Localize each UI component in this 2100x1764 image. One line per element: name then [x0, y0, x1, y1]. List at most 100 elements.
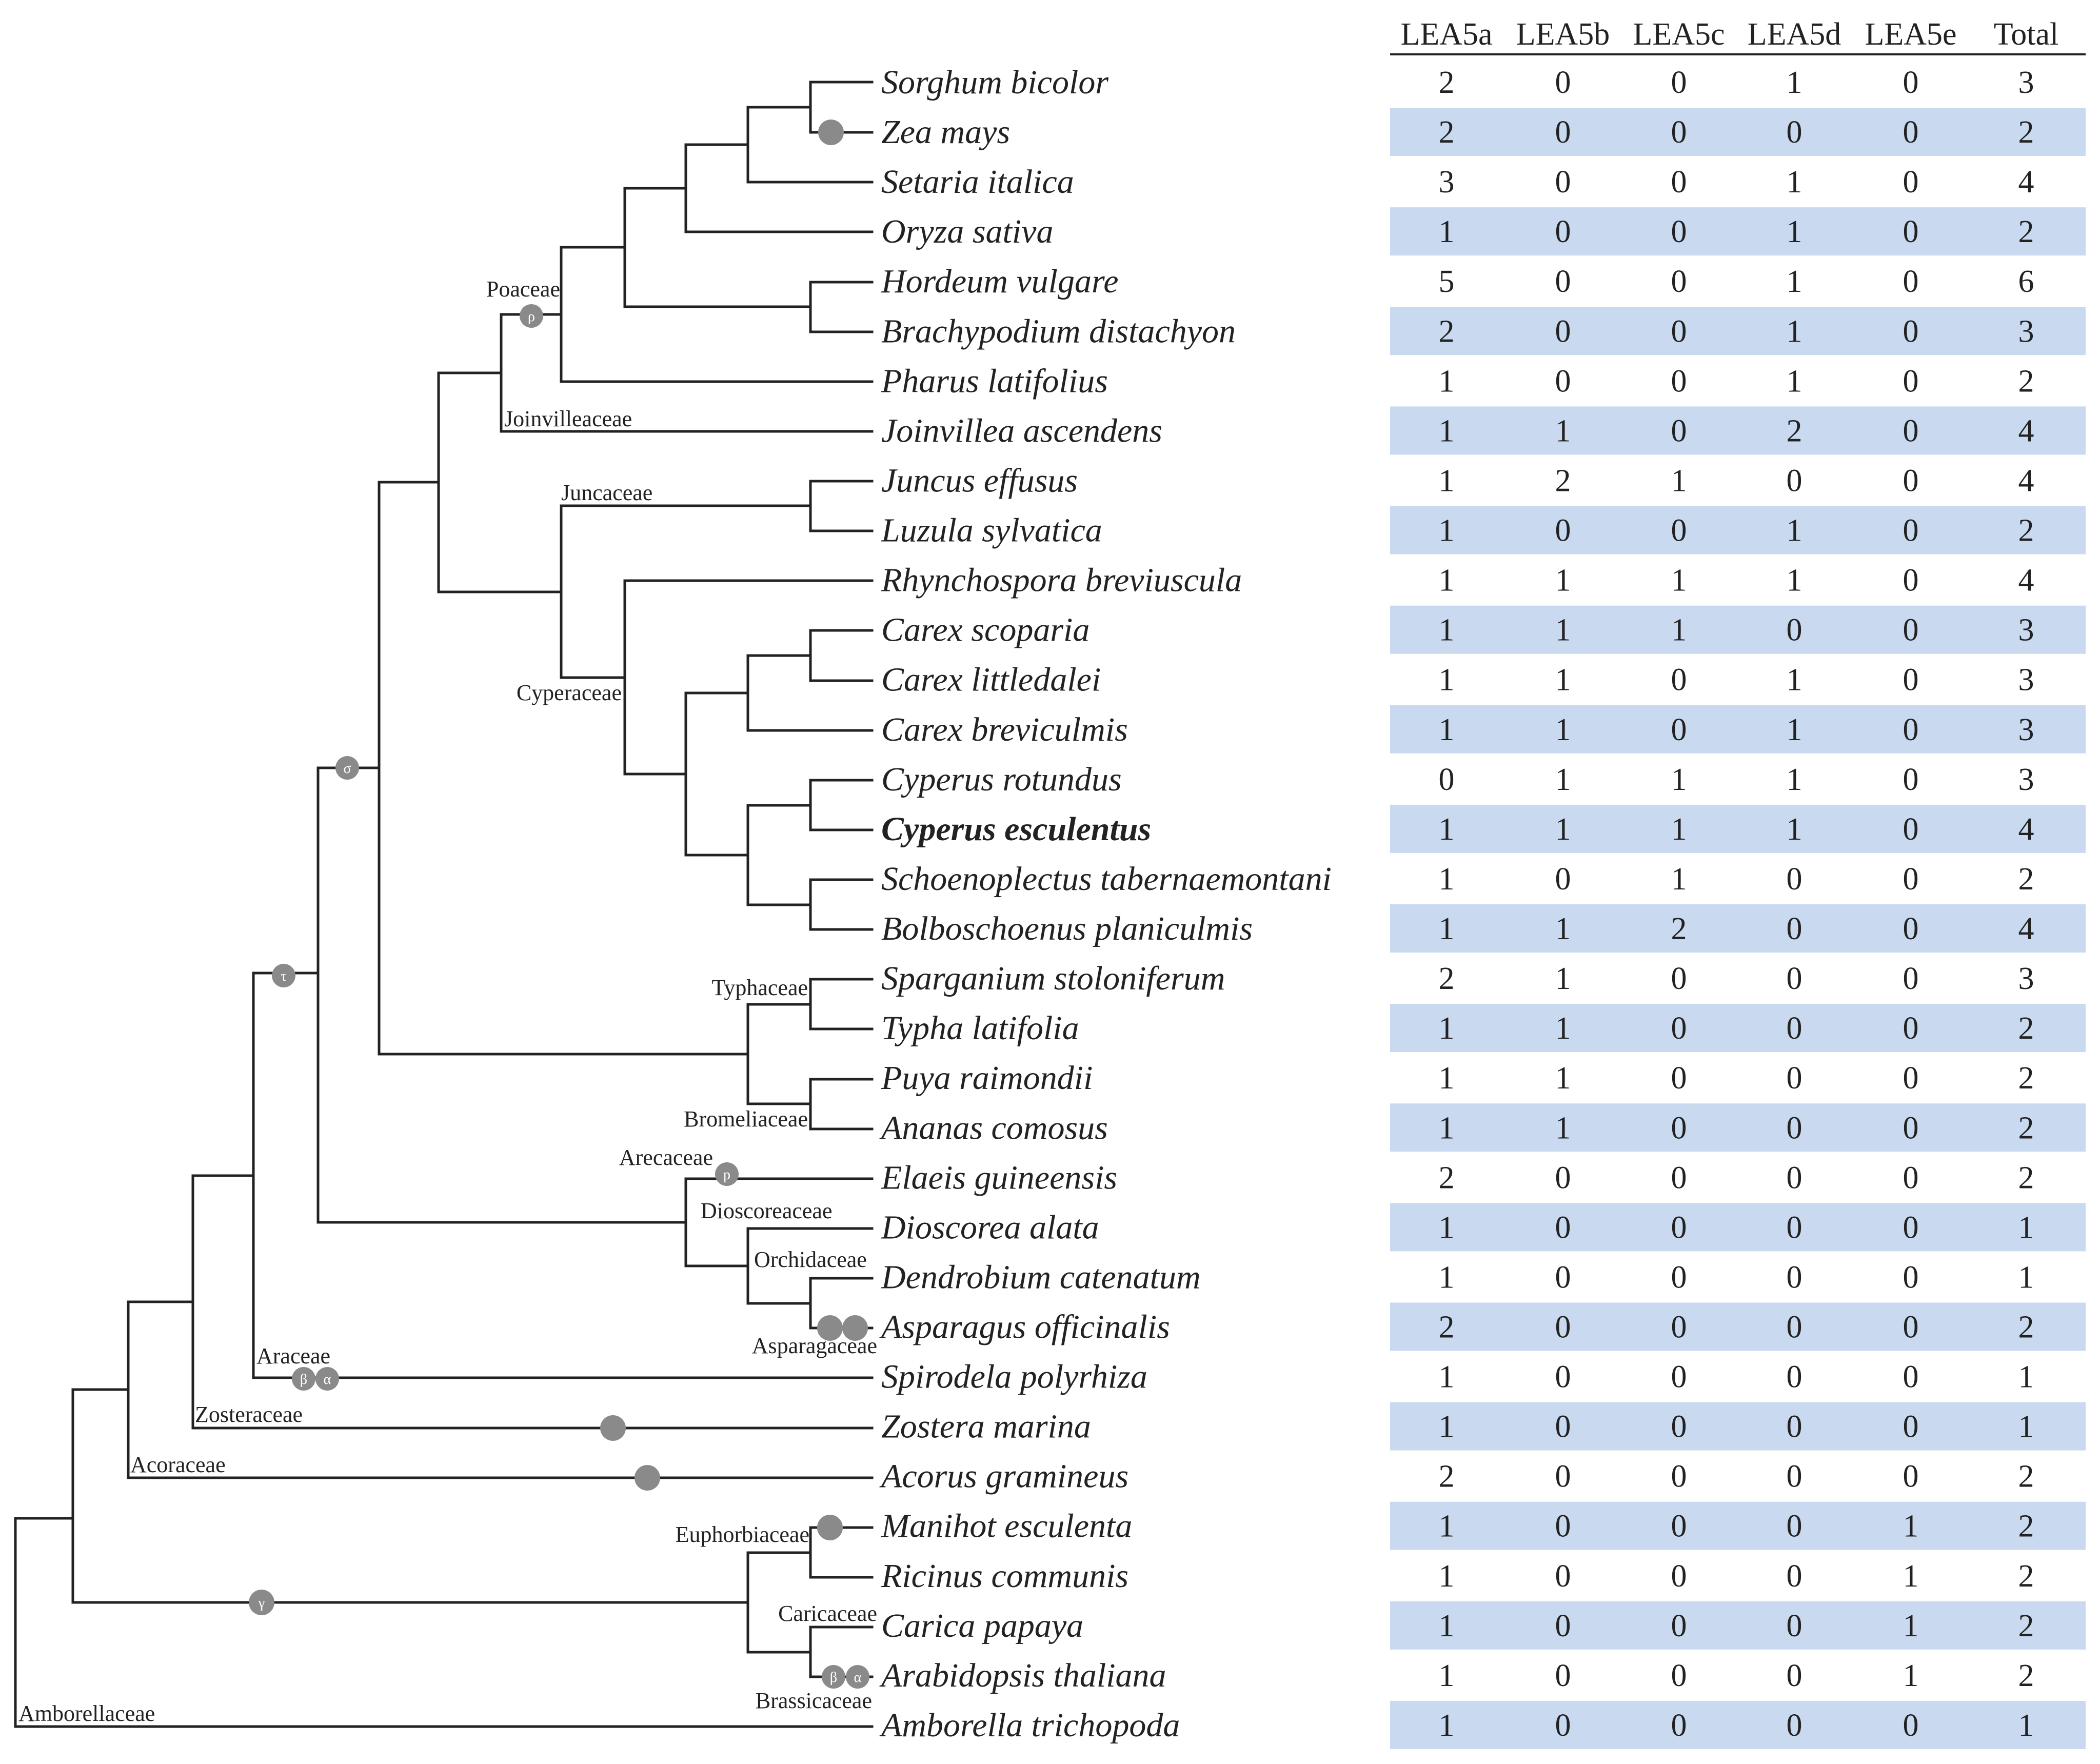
table-cell-lea5b: 1: [1555, 563, 1571, 598]
table-cell-lea5e: 0: [1903, 314, 1919, 349]
species-label-bolboschoenus-planiculmis: Bolboschoenus planiculmis: [881, 910, 1253, 947]
family-acoraceae: Acoraceae: [130, 1452, 226, 1477]
header-lea5d: LEA5d: [1748, 17, 1841, 52]
table-cell-lea5b: 0: [1555, 1160, 1571, 1195]
table-row-stripe: [1390, 1501, 2086, 1550]
table-cell-lea5a: 1: [1439, 1410, 1455, 1444]
table-cell-lea5c: 0: [1671, 1160, 1687, 1195]
table-cell-lea5a: 1: [1439, 1609, 1455, 1643]
table-cell-lea5e: 0: [1903, 663, 1919, 698]
table-cell-total: 2: [2018, 1061, 2034, 1096]
table-cell-lea5d: 0: [1787, 463, 1802, 498]
table-cell-lea5d: 1: [1787, 364, 1802, 399]
table-cell-lea5c: 0: [1671, 1559, 1687, 1594]
table-row-stripe: [1390, 307, 2086, 355]
wgd-marker-gamma: γ: [249, 1590, 274, 1615]
table-cell-total: 3: [2018, 613, 2034, 648]
species-label-sorghum-bicolor: Sorghum bicolor: [881, 64, 1108, 101]
species-label-schoenoplectus-tabernaemontani: Schoenoplectus tabernaemontani: [881, 860, 1332, 898]
species-label-luzula-sylvatica: Luzula sylvatica: [881, 512, 1102, 549]
table-cell-lea5a: 2: [1439, 1459, 1455, 1494]
table-cell-total: 3: [2018, 712, 2034, 747]
table-row-stripe: [1390, 1004, 2086, 1053]
table-cell-lea5e: 0: [1903, 264, 1919, 299]
table-cell-lea5c: 1: [1671, 762, 1687, 797]
table-cell-total: 2: [2018, 1310, 2034, 1345]
header-lea5e: LEA5e: [1865, 17, 1956, 52]
table-cell-lea5c: 0: [1671, 1310, 1687, 1345]
species-label-carex-breviculmis: Carex breviculmis: [881, 711, 1128, 748]
table-cell-lea5d: 0: [1787, 1111, 1802, 1145]
table-row-stripe: [1390, 1700, 2086, 1749]
table-cell-total: 1: [2018, 1410, 2034, 1444]
table-cell-lea5a: 1: [1439, 364, 1455, 399]
table-cell-lea5a: 1: [1439, 1210, 1455, 1245]
wgd-marker-asparagus-2: [842, 1315, 868, 1341]
table-cell-lea5c: 0: [1671, 1210, 1687, 1245]
table-cell-lea5a: 2: [1439, 115, 1455, 150]
species-label-sparganium-stoloniferum: Sparganium stoloniferum: [881, 960, 1225, 997]
table-cell-lea5c: 0: [1671, 1260, 1687, 1295]
table-cell-lea5d: 1: [1787, 214, 1802, 249]
table-cell-lea5b: 0: [1555, 1509, 1571, 1544]
table-cell-lea5d: 0: [1787, 862, 1802, 897]
table-cell-lea5a: 1: [1439, 1509, 1455, 1544]
species-label-arabidopsis-thaliana: Arabidopsis thaliana: [879, 1657, 1166, 1694]
table-cell-total: 2: [2018, 1111, 2034, 1145]
table-cell-lea5c: 0: [1671, 1459, 1687, 1494]
table-cell-lea5c: 0: [1671, 1509, 1687, 1544]
table-cell-lea5b: 0: [1555, 1310, 1571, 1345]
table-cell-total: 1: [2018, 1260, 2034, 1295]
table-cell-total: 3: [2018, 65, 2034, 100]
table-cell-lea5c: 0: [1671, 961, 1687, 996]
table-cell-lea5a: 2: [1439, 1160, 1455, 1195]
table-header: LEA5a LEA5b LEA5c LEA5d LEA5e Total: [1390, 17, 2086, 55]
family-typhaceae: Typhaceae: [712, 975, 808, 1000]
wgd-marker-manihot: [817, 1515, 843, 1540]
table-cell-lea5e: 0: [1903, 413, 1919, 448]
table-cell-lea5c: 0: [1671, 1360, 1687, 1395]
species-label-zostera-marina: Zostera marina: [881, 1408, 1091, 1445]
species-label-setaria-italica: Setaria italica: [881, 163, 1074, 201]
species-label-typha-latifolia: Typha latifolia: [881, 1009, 1079, 1047]
table-cell-total: 2: [2018, 513, 2034, 548]
table-cell-total: 2: [2018, 115, 2034, 150]
table-row-stripe: [1390, 406, 2086, 455]
table-cell-total: 1: [2018, 1210, 2034, 1245]
table-cell-lea5d: 0: [1787, 1559, 1802, 1594]
species-label-dendrobium-catenatum: Dendrobium catenatum: [881, 1258, 1201, 1296]
table-cell-lea5d: 0: [1787, 613, 1802, 648]
table-cell-lea5c: 0: [1671, 115, 1687, 150]
species-label-manihot-esculenta: Manihot esculenta: [881, 1508, 1132, 1545]
table-cell-lea5c: 0: [1671, 1658, 1687, 1693]
wgd-marker-tau: τ: [272, 964, 295, 987]
table-cell-lea5a: 1: [1439, 1360, 1455, 1395]
species-label-zea-mays: Zea mays: [881, 113, 1010, 151]
table-cell-lea5e: 0: [1903, 463, 1919, 498]
table-cell-lea5a: 1: [1439, 1111, 1455, 1145]
table-cell-lea5d: 1: [1787, 762, 1802, 797]
table-cell-lea5a: 1: [1439, 1260, 1455, 1295]
wgd-marker-asparagus-1: [817, 1315, 843, 1341]
species-label-hordeum-vulgare: Hordeum vulgare: [881, 263, 1119, 300]
table-cell-lea5c: 0: [1671, 264, 1687, 299]
table-cell-lea5e: 0: [1903, 911, 1919, 946]
table-cell-lea5e: 0: [1903, 563, 1919, 598]
table-cell-lea5a: 1: [1439, 513, 1455, 548]
header-total: Total: [1994, 17, 2059, 52]
table-cell-lea5e: 0: [1903, 613, 1919, 648]
family-dioscoreaceae: Dioscoreaceae: [701, 1198, 832, 1223]
svg-text:β: β: [830, 1670, 837, 1686]
table-cell-lea5a: 1: [1439, 563, 1455, 598]
table-row-stripe: [1390, 1103, 2086, 1152]
wgd-marker-acorus: [635, 1465, 660, 1491]
table-cell-lea5b: 0: [1555, 364, 1571, 399]
wgd-marker-rho: ρ: [520, 304, 543, 328]
family-joinvilleaceae: Joinvilleaceae: [504, 406, 632, 431]
table-cell-lea5e: 0: [1903, 1160, 1919, 1195]
svg-text:σ: σ: [343, 761, 351, 777]
table-cell-lea5b: 0: [1555, 1708, 1571, 1743]
table-cell-lea5d: 0: [1787, 1509, 1802, 1544]
table-cell-total: 4: [2018, 165, 2034, 200]
